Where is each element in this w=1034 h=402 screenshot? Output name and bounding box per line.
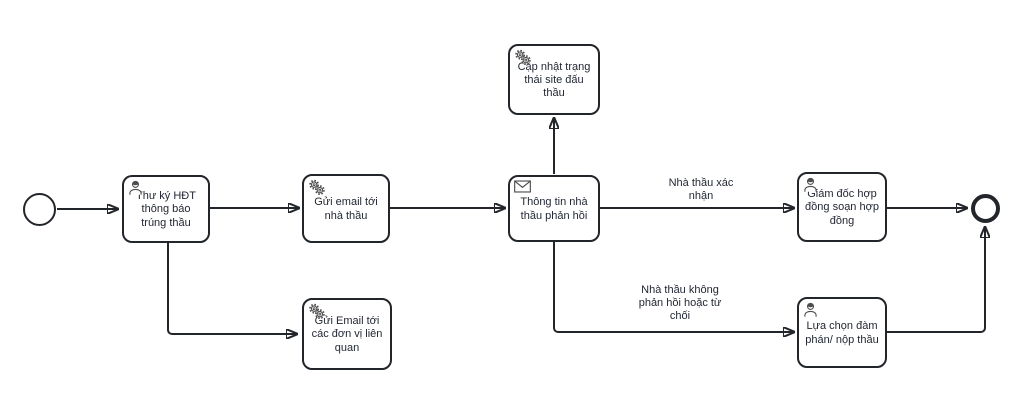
gears-icon (308, 179, 326, 196)
task-label: Gửi Email tới các đơn vị liên quan (311, 315, 383, 354)
task-bidder-response-info[interactable]: Thông tin nhà thầu phản hồi (508, 175, 600, 242)
gears-icon (514, 49, 532, 66)
envelope-icon (514, 180, 531, 193)
start-event[interactable] (23, 193, 56, 226)
flow-notify-to-email-units (167, 243, 297, 334)
task-contract-director-draft[interactable]: Giám đốc hợp đồng soạn hợp đồng (797, 172, 887, 242)
task-label: Cập nhật trạng thái site đấu thầu (517, 60, 591, 100)
task-send-email-related-units[interactable]: Gửi Email tới các đơn vị liên quan (302, 298, 392, 370)
task-label: Gửi email tới nhà thầu (314, 196, 378, 222)
task-choose-negotiate-or-submit[interactable]: Lựa chọn đàm phán/ nộp thầu (797, 297, 887, 368)
flow-negotiate-to-end (887, 227, 985, 333)
flow-label-bidder-confirms: Nhà thầu xác nhận (668, 177, 734, 203)
flow-label-bidder-no-response: Nhà thầu không phản hồi hoặc từ chối (638, 284, 722, 323)
gears-icon (308, 303, 326, 320)
user-icon (803, 177, 818, 192)
task-label: Giám đốc hợp đồng soạn hợp đồng (805, 188, 879, 227)
task-update-bid-site-status[interactable]: Cập nhật trạng thái site đấu thầu (508, 44, 600, 115)
task-label: Thông tin nhà thầu phản hồi (520, 196, 588, 222)
task-notify-winner[interactable]: Thư ký HĐT thông báo trúng thầu (122, 175, 210, 243)
flow-response-to-negotiate (553, 242, 794, 332)
user-icon (803, 302, 818, 317)
task-send-email-bidder[interactable]: Gửi email tới nhà thầu (302, 174, 390, 243)
user-icon (128, 180, 143, 195)
task-label: Lựa chọn đàm phán/ nộp thầu (805, 320, 879, 346)
end-event[interactable] (971, 194, 1000, 223)
task-label: Thư ký HĐT thông báo trúng thầu (136, 190, 196, 229)
